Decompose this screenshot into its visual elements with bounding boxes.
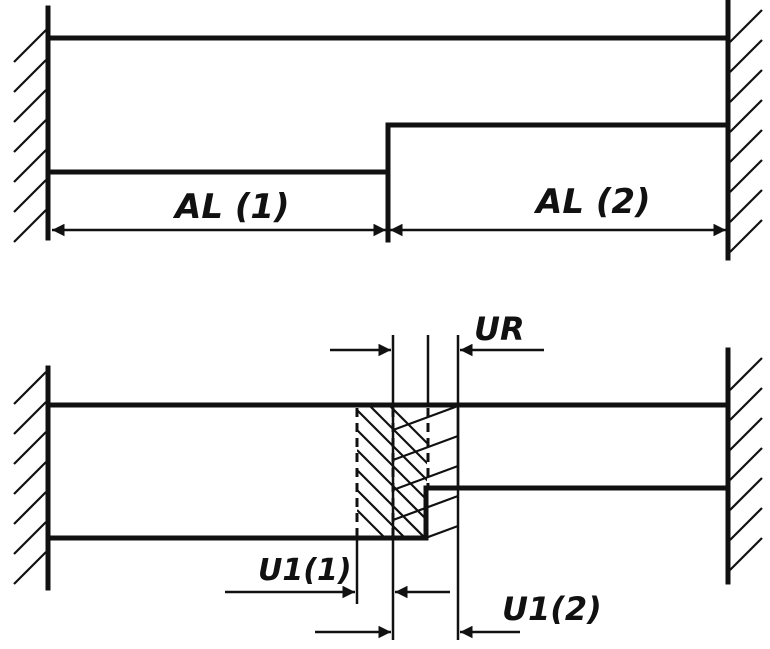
extension-lines: [355, 335, 460, 640]
dimension-al-2: AL (2): [390, 182, 726, 237]
right-fixed-support-top: [725, 0, 763, 261]
label-al-2: AL (2): [533, 182, 651, 222]
right-fixed-support-bottom: [725, 347, 763, 585]
dimension-u1-1: U1(1): [225, 553, 450, 599]
label-al-1: AL (1): [172, 187, 290, 227]
overlap-zone-2-hatch: [393, 406, 458, 538]
left-fixed-support-bottom: [13, 365, 51, 591]
left-fixed-support-top: [13, 5, 51, 243]
dimension-u1-2: U1(2): [315, 590, 602, 639]
label-u1-1: U1(1): [258, 553, 352, 588]
label-u1-2: U1(2): [502, 590, 602, 628]
bottom-figure: UR U1(1) U1(2): [13, 310, 763, 640]
label-ur: UR: [474, 310, 525, 348]
dimension-al-1: AL (1): [52, 187, 386, 237]
stepped-bar-bottom: [45, 402, 731, 541]
dimension-ur: UR: [330, 310, 544, 357]
top-figure: AL (1) AL (2): [13, 0, 763, 261]
stepped-bar-top: [45, 35, 731, 243]
